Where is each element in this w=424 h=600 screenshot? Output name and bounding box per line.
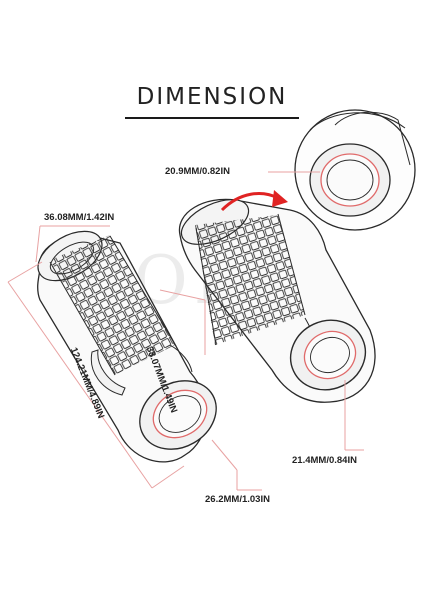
title-underline — [125, 117, 299, 119]
label-top-end-diameter: 20.9MM/0.82IN — [165, 166, 230, 177]
dimension-lines — [7, 171, 364, 491]
zoom-arrow — [220, 190, 288, 212]
page-title: DIMENSION — [136, 84, 288, 110]
label-outer-diameter: 36.08MM/1.42IN — [44, 212, 115, 223]
label-inner-diameter-right: 21.4MM/0.84IN — [292, 455, 357, 466]
detail-zoom-circle — [294, 109, 416, 231]
label-end-diameter-left: 26.2MM/1.03IN — [205, 494, 270, 505]
